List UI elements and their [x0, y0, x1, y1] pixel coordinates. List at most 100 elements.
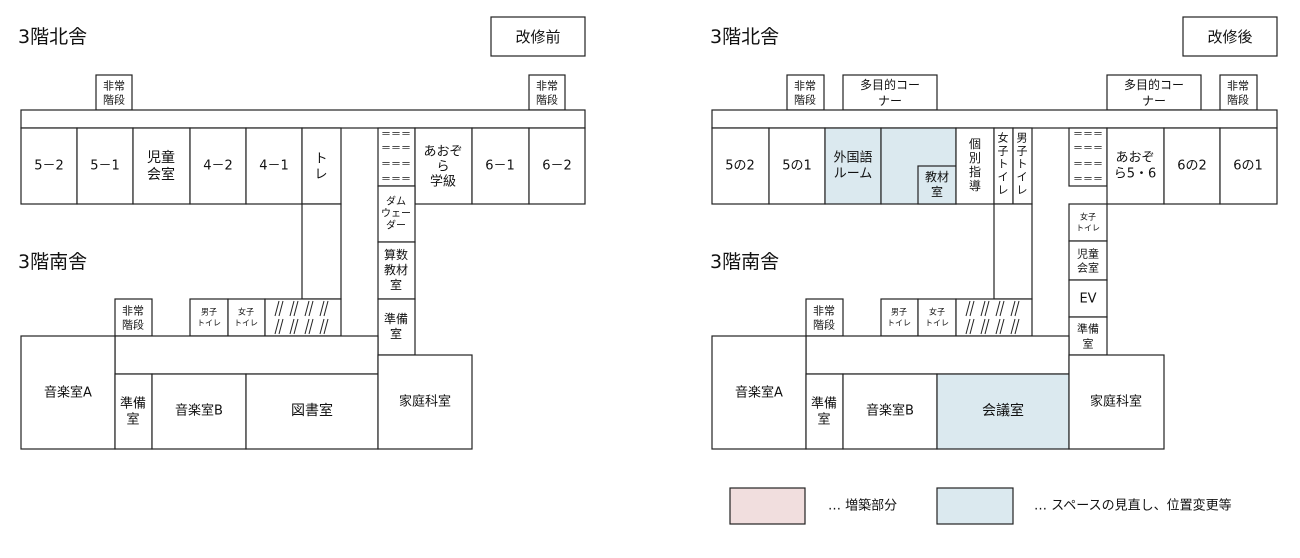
- legend-swatch-changed: [936, 487, 1014, 525]
- label: 階段: [1227, 93, 1249, 107]
- room-label: 室: [931, 184, 943, 199]
- south-corridor: [114, 335, 379, 375]
- room-label: 室: [126, 412, 139, 428]
- room-aozora: [414, 127, 473, 205]
- room-label: 学級: [430, 174, 456, 190]
- label: ナー: [1142, 94, 1166, 108]
- room-label: 準備: [120, 396, 146, 412]
- legend-swatch-added: [729, 487, 806, 525]
- legend-label-changed: … スペースの見直し、位置変更等: [1034, 498, 1232, 514]
- room-label: 音楽室A: [735, 385, 783, 401]
- room-library: [245, 373, 379, 450]
- room-label: レ: [314, 168, 327, 183]
- room-6-2: [528, 127, 586, 205]
- stair-mark: ＝＝＝: [1073, 130, 1103, 141]
- room-preparation-south: [114, 373, 153, 450]
- badge-before-label: 改修前: [515, 28, 560, 46]
- label: 多目的コー: [1124, 77, 1184, 92]
- room-label: トイレ: [925, 319, 949, 328]
- room-label: 6の1: [1233, 159, 1263, 174]
- room-label: 子: [1017, 145, 1028, 158]
- room-label: 外国語: [833, 150, 872, 166]
- room-label: 音楽室B: [175, 403, 223, 419]
- room-label: 室: [1083, 337, 1094, 351]
- room-label: ルーム: [834, 167, 873, 182]
- stair-hatch: [274, 300, 329, 335]
- room-5no2: [711, 127, 770, 205]
- room-4-2: [189, 127, 247, 205]
- room-music-a: [20, 335, 116, 450]
- stair-mark: ＝＝＝: [1073, 144, 1103, 155]
- room-label: 6の2: [1177, 159, 1207, 174]
- room-label: ト: [314, 152, 327, 167]
- north-corridor: [20, 109, 586, 129]
- north-wing-title: 3階北舎: [710, 26, 779, 48]
- room-label: 図書室: [291, 402, 333, 419]
- room-preparation-south: [805, 373, 844, 450]
- plan-before: 3階北舎 3階南舎 改修前 非常 階段 非常 階段 5－2 5－1 児童 会室 …: [18, 16, 586, 450]
- room-label: ダー: [386, 219, 406, 232]
- room-label: 教材: [384, 262, 408, 277]
- room-label: レ: [998, 184, 1009, 197]
- room-music-b: [151, 373, 247, 450]
- badge-after: [1182, 16, 1278, 57]
- room-label: レ: [1017, 184, 1028, 197]
- room-label: 音楽室B: [866, 403, 914, 419]
- room-label: ら: [436, 160, 449, 175]
- room-label: 家庭科室: [1090, 394, 1142, 410]
- room-label: 準備: [1077, 322, 1099, 336]
- room-label: 女子: [1080, 212, 1096, 222]
- room-label: 男子: [891, 308, 907, 317]
- room-5no1: [768, 127, 826, 205]
- plan-after: 3階北舎 3階南舎 改修後 非常 階段 多目的コー ナー 多目的コー ナー 非常…: [710, 16, 1278, 450]
- stair-mark: ＝＝＝: [381, 175, 411, 186]
- room-label: EV: [1079, 292, 1096, 307]
- room-label: 準備: [384, 311, 408, 326]
- connecting-corridor-west: [301, 203, 342, 300]
- room-label: ダム: [386, 195, 406, 208]
- room-label: 会室: [1077, 261, 1099, 275]
- room-label: トイレ: [197, 319, 221, 328]
- room-6no1: [1219, 127, 1278, 205]
- room-label: 5の2: [725, 159, 755, 174]
- south-corridor: [805, 335, 1070, 375]
- label: 非常: [1227, 80, 1249, 93]
- stair-mark: ＝＝＝: [381, 144, 411, 155]
- room-label: 別: [969, 151, 981, 165]
- room-label: ト: [998, 158, 1009, 171]
- connecting-corridor-west: [993, 203, 1033, 300]
- room-label: あおぞ: [1115, 151, 1154, 166]
- room-aozora: [1106, 127, 1165, 205]
- room-toilet: [301, 127, 342, 205]
- room-label: 女子: [929, 307, 945, 317]
- label: 階段: [813, 318, 835, 332]
- room-female-toilet: [917, 298, 957, 337]
- legend: … 増築部分 … スペースの見直し、位置変更等: [729, 487, 1232, 525]
- room-label: 4－2: [203, 159, 233, 174]
- stair-mark: ＝＝＝: [381, 130, 411, 141]
- room-label: 準備: [811, 396, 837, 412]
- stair-block: [1068, 127, 1108, 187]
- room-label: 導: [969, 179, 981, 193]
- label: 多目的コー: [860, 77, 920, 92]
- room-label: 4－1: [259, 159, 289, 174]
- emergency-stair-south: [114, 298, 153, 337]
- room-label: 女子: [238, 307, 254, 317]
- south-wing-title: 3階南舎: [18, 251, 87, 273]
- room-label: 会議室: [982, 402, 1024, 419]
- room-music-a: [711, 335, 807, 450]
- room-label: 室: [817, 412, 830, 428]
- multipurpose-corner-left: [842, 74, 938, 111]
- room-label: 子: [998, 145, 1009, 158]
- room-label: 5－1: [90, 159, 120, 174]
- room-individual-guidance: [955, 127, 995, 205]
- room-label: イ: [998, 171, 1009, 184]
- room-female-toilet: [227, 298, 266, 337]
- room-female-toilet-mid: [1068, 203, 1108, 242]
- room-student-council: [132, 127, 191, 205]
- room-label: 算数: [384, 247, 408, 262]
- south-wing-title: 3階南舎: [710, 251, 779, 273]
- label: ナー: [878, 94, 902, 108]
- room-label: 指: [969, 164, 981, 179]
- room-male-toilet: [880, 298, 919, 337]
